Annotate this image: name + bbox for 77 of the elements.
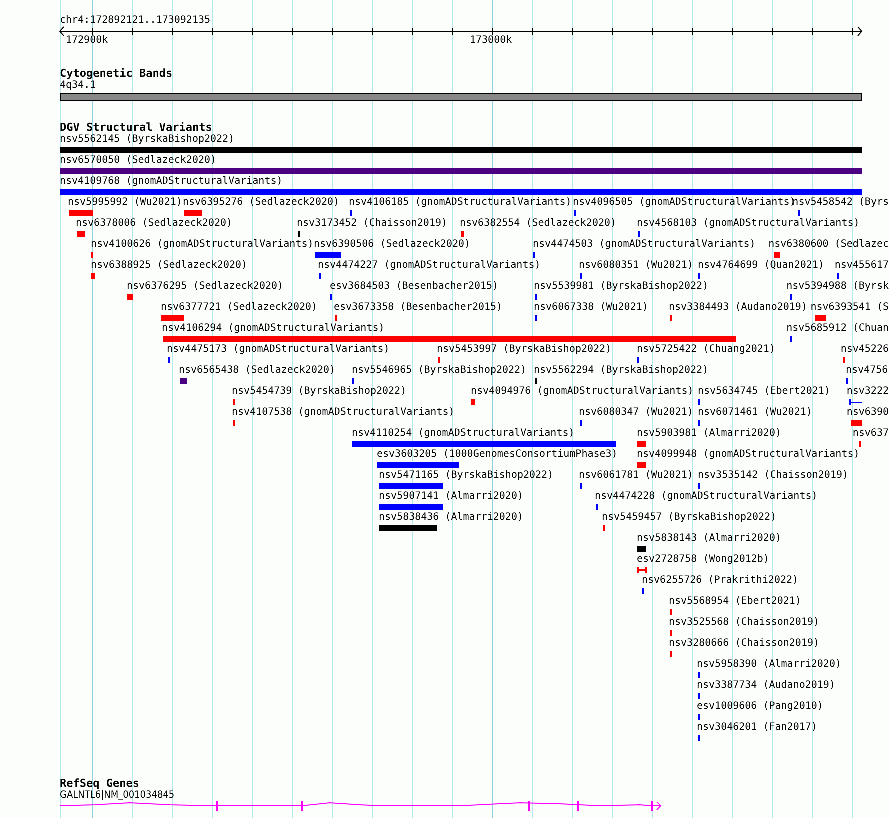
variant-label: nsv5471165 (ByrskaBishop2022) bbox=[379, 469, 554, 482]
variant-label: nsv3384493 (Audano2019) bbox=[669, 301, 808, 314]
variant-label: nsv5907141 (Almarri2020) bbox=[379, 490, 524, 503]
variant-label: nsv5838143 (Almarri2020) bbox=[637, 532, 782, 545]
variant-label: nsv6382554 (Sedlazeck2020) bbox=[460, 217, 617, 230]
track-title: RefSeq Genes bbox=[60, 777, 140, 790]
variant-label: nsv6080347 (Wu2021) bbox=[579, 406, 694, 419]
variant-label: nsv5459457 (ByrskaBishop2022) bbox=[602, 511, 777, 524]
track-title: DGV Structural Variants bbox=[60, 121, 212, 134]
variant-label: nsv6565438 (Sedlazeck2020) bbox=[179, 364, 336, 377]
variant-label: nsv3387734 (Audano2019) bbox=[697, 679, 836, 692]
variant-label: nsv3046201 (Fan2017) bbox=[697, 721, 818, 734]
gene-label: GALNTL6|NM_001034845 bbox=[60, 790, 175, 802]
variant-label: nsv5838436 (Almarri2020) bbox=[379, 511, 524, 524]
variant-label: nsv5394988 (Byrsk bbox=[786, 280, 889, 293]
variant-label: esv1009606 (Pang2010) bbox=[697, 700, 824, 713]
tick-label: 173000k bbox=[470, 34, 512, 47]
variant-label: nsv6395276 (Sedlazeck2020) bbox=[183, 196, 340, 209]
variant-label: nsv637 bbox=[852, 427, 889, 440]
variant-label: nsv6570050 (Sedlazeck2020) bbox=[60, 154, 217, 167]
variant-label: nsv3173452 (Chaisson2019) bbox=[297, 217, 448, 230]
variant-label: nsv4474228 (gnomADStructuralVariants) bbox=[595, 490, 818, 503]
variant-label: nsv6390506 (Sedlazeck2020) bbox=[314, 238, 471, 251]
variant-label: nsv6390 bbox=[846, 406, 889, 419]
variant-label: nsv6377721 (Sedlazeck2020) bbox=[161, 301, 318, 314]
variant-label: nsv5568954 (Ebert2021) bbox=[669, 595, 802, 608]
variant-label: nsv5454739 (ByrskaBishop2022) bbox=[232, 385, 407, 398]
variant-label: nsv6378006 (Sedlazeck2020) bbox=[76, 217, 233, 230]
variant-label: nsv6071461 (Wu2021) bbox=[698, 406, 812, 419]
variant-label: esv3603205 (1000GenomesConsortiumPhase3) bbox=[377, 448, 618, 461]
variant-label: nsv4107538 (gnomADStructuralVariants) bbox=[232, 406, 455, 419]
variant-label: nsv3525568 (Chaisson2019) bbox=[669, 616, 820, 629]
variant-label: nsv6376295 (Sedlazeck2020) bbox=[127, 280, 284, 293]
track-title: Cytogenetic Bands bbox=[60, 67, 173, 80]
variant-label: nsv3222 bbox=[846, 385, 889, 398]
tick-label: 172900k bbox=[66, 34, 108, 47]
coordinate-range-label: chr4:172892121..173092135 bbox=[60, 14, 211, 27]
variant-label: nsv5995992 (Wu2021) bbox=[68, 196, 182, 209]
variant-label: nsv4110254 (gnomADStructuralVariants) bbox=[352, 427, 575, 440]
variant-label: nsv6388925 (Sedlazeck2020) bbox=[91, 259, 248, 272]
variant-label: nsv6067338 (Wu2021) bbox=[534, 301, 648, 314]
variant-label: nsv5453997 (ByrskaBishop2022) bbox=[437, 343, 612, 356]
variant-label: nsv4094976 (gnomADStructuralVariants) bbox=[471, 385, 694, 398]
variant-label: nsv6080351 (Wu2021) bbox=[579, 259, 694, 272]
variant-label: nsv5958390 (Almarri2020) bbox=[697, 658, 842, 671]
variant-label: nsv455617 bbox=[834, 259, 889, 272]
variant-label: nsv5458542 (Byrs bbox=[792, 196, 889, 209]
variant-label: nsv4475173 (gnomADStructuralVariants) bbox=[167, 343, 390, 356]
variant-label: nsv5546965 (ByrskaBishop2022) bbox=[352, 364, 527, 377]
variant-label: nsv3535142 (Chaisson2019) bbox=[698, 469, 849, 482]
variant-label: esv3684503 (Besenbacher2015) bbox=[330, 280, 499, 293]
variant-label: nsv4568103 (gnomADStructuralVariants) bbox=[637, 217, 860, 230]
variant-label: nsv6255726 (Prakrithi2022) bbox=[642, 574, 799, 587]
variant-label: nsv4474227 (gnomADStructuralVariants) bbox=[318, 259, 541, 272]
variant-label: nsv5562145 (ByrskaBishop2022) bbox=[60, 133, 235, 146]
variant-label: nsv5634745 (Ebert2021) bbox=[698, 385, 830, 398]
variant-label: nsv4474503 (gnomADStructuralVariants) bbox=[533, 238, 756, 251]
variant-label: nsv6393541 (S bbox=[810, 301, 889, 314]
variant-label: nsv4106185 (gnomADStructuralVariants) bbox=[349, 196, 572, 209]
variant-label: nsv6380600 (Sedlazec bbox=[768, 238, 889, 251]
variant-label: nsv4109768 (gnomADStructuralVariants) bbox=[60, 175, 283, 188]
variant-label: nsv6061781 (Wu2021) bbox=[579, 469, 694, 482]
variant-label: nsv5539981 (ByrskaBishop2022) bbox=[534, 280, 709, 293]
variant-label: nsv5903981 (Almarri2020) bbox=[637, 427, 782, 440]
variant-label: nsv45226 bbox=[840, 343, 889, 356]
variant-label: nsv4099948 (gnomADStructuralVariants) bbox=[637, 448, 860, 461]
variant-label: nsv5562294 (ByrskaBishop2022) bbox=[534, 364, 709, 377]
variant-label: nsv4764699 (Quan2021) bbox=[698, 259, 824, 272]
variant-label: nsv5725422 (Chuang2021) bbox=[637, 343, 776, 356]
variant-label: esv2728758 (Wong2012b) bbox=[637, 553, 770, 566]
variant-label: nsv5685912 (Chuan bbox=[786, 322, 889, 335]
band-label: 4q34.1 bbox=[60, 80, 96, 92]
variant-label: nsv4100626 (gnomADStructuralVariants) bbox=[91, 238, 314, 251]
variant-label: esv3673358 (Besenbacher2015) bbox=[334, 301, 503, 314]
variant-label: nsv4756 bbox=[846, 364, 888, 377]
variant-label: nsv4106294 (gnomADStructuralVariants) bbox=[162, 322, 385, 335]
variant-label: nsv3280666 (Chaisson2019) bbox=[669, 637, 820, 650]
